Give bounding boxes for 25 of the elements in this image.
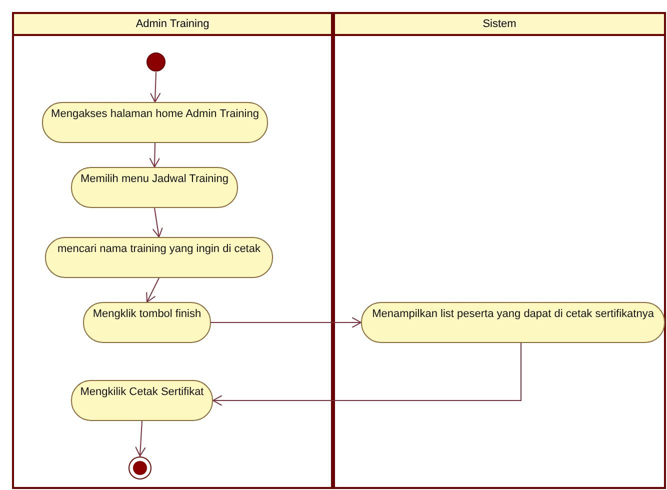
action-box <box>71 380 213 421</box>
start-node <box>146 52 166 72</box>
action-box <box>42 102 268 143</box>
action-label: mencari nama training yang ingin di cetak <box>57 243 260 255</box>
arrow <box>135 420 146 456</box>
end-node <box>128 456 152 480</box>
lane-header: Admin Training <box>14 14 331 36</box>
action-box <box>83 302 211 343</box>
arrow <box>210 317 362 328</box>
arrow <box>212 342 522 406</box>
action-box <box>45 237 273 278</box>
action-box <box>361 302 665 343</box>
action-label: Mengklik tombol finish <box>92 308 202 320</box>
arrow <box>150 72 161 102</box>
swimlane <box>333 12 666 489</box>
action-label: Mengakses halaman home Admin Training <box>51 108 259 120</box>
arrow <box>152 208 164 238</box>
arrow <box>149 142 160 168</box>
arrow <box>146 278 160 302</box>
action-box <box>71 167 238 208</box>
swimlane <box>12 12 333 489</box>
action-label: Memilih menu Jadwal Training <box>80 173 228 185</box>
action-label: Menampilkan list peserta yang dapat di cetak sertifikatnya <box>372 308 654 320</box>
lane-header: Sistem <box>335 14 664 36</box>
action-label: Mengkilik Cetak Sertifikat <box>80 386 204 398</box>
